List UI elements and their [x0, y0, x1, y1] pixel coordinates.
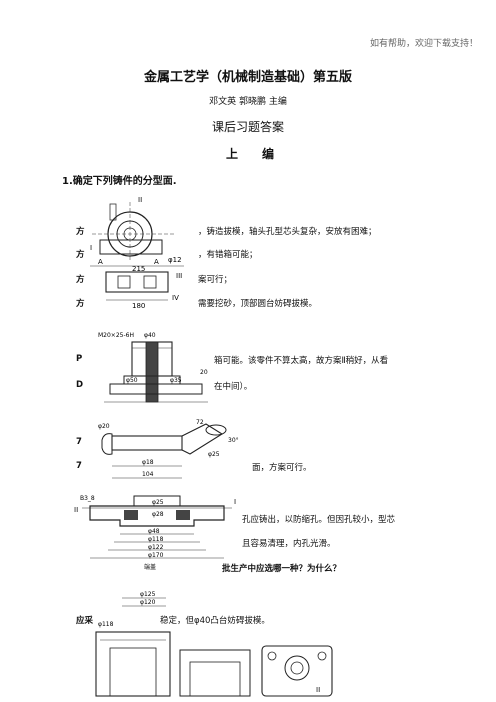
fig5-dim-120: φ120: [140, 599, 156, 606]
fig4-caption: 端盖: [144, 563, 156, 571]
fig1-answer: ，有错箱可能；: [198, 250, 258, 260]
fig3-left-fragment: 7: [76, 461, 82, 471]
fig4-answer: 且容易清理，内孔光滑。: [242, 539, 336, 549]
svg-text:A: A: [154, 258, 159, 266]
fig1-label-a: A: [98, 258, 103, 266]
fig1-dim-215: 215: [132, 265, 145, 273]
figure-5-base-drawing: φ125 φ120 φ118 II: [95, 591, 333, 697]
fig4-label-ii: II: [74, 506, 78, 514]
fig2-dim-35: φ35: [170, 377, 182, 384]
fig3-dim-104: 104: [142, 471, 154, 478]
fig5-label-ii: II: [316, 686, 320, 694]
fig2-thread-label: M20×25-6H: [98, 332, 134, 339]
fig1-option-label: 方: [76, 299, 85, 309]
fig1-label-iii: III: [176, 272, 182, 280]
fig1-label-ii: II: [138, 196, 142, 204]
fig2-left-fragment: D: [76, 380, 84, 390]
watermark: 如有帮助，欢迎下载支持！: [369, 39, 478, 49]
fig5-dim-118: φ118: [98, 621, 114, 628]
fig4-dim-118: φ118: [148, 536, 164, 543]
question-2-fragment: 批生产中应选哪一种？为什么？: [222, 564, 342, 574]
fig4-dim-122: φ122: [148, 544, 164, 551]
section-heading: 上编: [226, 147, 277, 161]
question-1: 1.确定下列铸件的分型面.: [62, 176, 177, 187]
fig1-label-i: I: [90, 244, 92, 252]
fig2-dim-20: 20: [200, 369, 208, 376]
fig2-left-fragment: P: [76, 354, 83, 364]
authors: 邓文英 郭晓鹏 主编: [209, 97, 287, 107]
fig1-answer: 需要挖砂，顶部圆台妨碍拔模。: [198, 299, 318, 309]
fig2-answer: 在中间）。: [214, 382, 253, 392]
fig4-label-i: I: [234, 498, 236, 506]
subtitle: 课后习题答案: [211, 120, 284, 134]
fig4-answer: 孔应铸出，以防缩孔。但因孔较小，型芯: [242, 515, 396, 525]
fig5-dim-125: φ125: [140, 591, 156, 598]
fig1-option-label: 方: [76, 227, 85, 237]
fig4-dim-25: φ25: [152, 499, 164, 506]
figure-4-end-cover-drawing: B3_8 II I φ25 φ28 φ48 φ118 φ122 φ170 端盖: [74, 495, 236, 571]
fig3-left-fragment: 7: [76, 437, 82, 447]
fig5-answer-right: 稳定，但φ40凸台妨碍拔模。: [160, 616, 270, 626]
fig2-answer: 箱可能。该零件不算太高，故方案Ⅱ稍好，从看: [214, 356, 389, 366]
fig3-answer: 面，方案可行。: [252, 463, 312, 473]
fig2-dim-40: φ40: [144, 332, 156, 339]
fig1-label-iv: IV: [172, 294, 179, 302]
fig5-answer-left: 应采: [76, 616, 94, 626]
fig3-dim-25: φ25: [208, 451, 220, 458]
figure-1-bearing-drawing: A A 215 180 φ12 II I III IV: [90, 196, 184, 310]
fig1-option-label: 方: [76, 275, 85, 285]
fig3-dim-72: 72: [196, 419, 204, 426]
fig2-dim-50: φ50: [126, 377, 138, 384]
fig4-dim-48: φ48: [148, 528, 160, 535]
fig4-dim-170: φ170: [148, 552, 164, 559]
fig4-b3: B3_8: [80, 495, 95, 502]
fig1-option-label: 方: [76, 250, 85, 260]
fig1-answer: ，铸造拔模，轴头孔型芯头复杂，安放有困难；: [198, 227, 377, 237]
fig1-dim-180: 180: [132, 302, 145, 310]
fig1-dim-12: φ12: [168, 256, 182, 264]
fig4-dim-28: φ28: [152, 511, 164, 518]
fig1-answer: 案可行；: [198, 275, 233, 285]
document-title: 金属工艺学（机械制造基础）第五版: [143, 70, 352, 85]
fig3-dim-18: φ18: [142, 459, 154, 466]
fig3-angle-30: 30°: [228, 437, 239, 444]
figure-2-sleeve-drawing: M20×25-6H φ40 φ50 φ35 20: [98, 332, 208, 403]
fig3-dim-20: φ20: [98, 423, 110, 430]
figure-3-lever-drawing: φ20 φ18 104 72 30° φ25: [98, 419, 239, 479]
